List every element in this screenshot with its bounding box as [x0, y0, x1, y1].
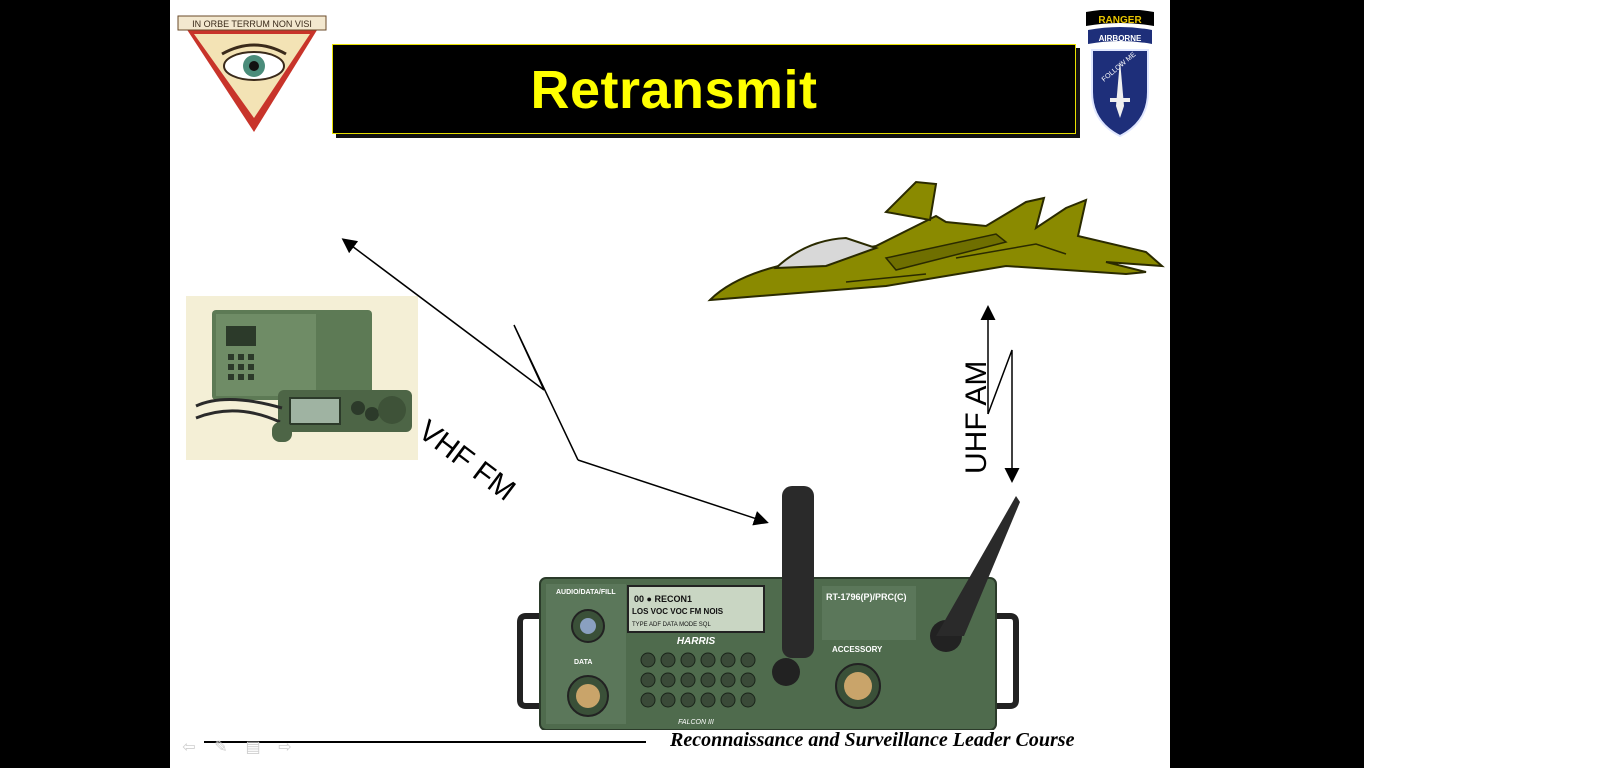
menu-icon[interactable]: ▤: [245, 739, 261, 756]
slide: IN ORBE TERRUM NON VISI RANGER AIRBORNE …: [170, 0, 1170, 768]
display-line-3: TYPE ADF DATA MODE SQL: [632, 622, 711, 628]
accessory-label: ACCESSORY: [832, 645, 883, 654]
port-audio-label: AUDIO/DATA/FILL: [556, 589, 616, 596]
page-title: Retransmit: [530, 60, 818, 120]
next-arrow-icon[interactable]: ⇨: [278, 739, 292, 756]
right-margin-area: [1364, 0, 1602, 768]
left-insignia-logo: IN ORBE TERRUM NON VISI: [176, 14, 328, 136]
title-bar: Retransmit: [332, 44, 1076, 134]
manpack-radio-image: [186, 296, 418, 460]
harris-brand-label: HARRIS: [677, 636, 716, 647]
footer-course-title: Reconnaissance and Surveillance Leader C…: [670, 729, 1075, 751]
vhf-fm-label: VHF FM: [412, 414, 522, 508]
ranger-tab-text: RANGER: [1098, 15, 1142, 26]
slide-nav-controls: ⇦ ✎ ▤ ⇨: [178, 737, 296, 757]
model-label: RT-1796(P)/PRC(C): [826, 592, 907, 602]
uhf-am-label: UHF AM: [960, 360, 993, 474]
display-line-2: LOS VOC VOC FM NOIS: [632, 607, 724, 616]
left-insignia-motto: IN ORBE TERRUM NON VISI: [192, 19, 312, 29]
port-data-label: DATA: [574, 659, 592, 666]
prev-arrow-icon[interactable]: ⇦: [182, 739, 196, 756]
airborne-tab-text: AIRBORNE: [1099, 34, 1142, 43]
harris-radio-image: AUDIO/DATA/FILL DATA 00 ● RECON1 LOS VOC…: [516, 486, 1020, 731]
footer-rule: [204, 741, 646, 743]
pen-icon[interactable]: ✎: [214, 739, 228, 756]
fighter-jet-image: [706, 162, 1166, 312]
display-line-1: 00 ● RECON1: [634, 594, 692, 604]
right-insignia-logo: RANGER AIRBORNE FOLLOW ME: [1084, 9, 1156, 140]
falcon-label: FALCON III: [678, 719, 714, 726]
